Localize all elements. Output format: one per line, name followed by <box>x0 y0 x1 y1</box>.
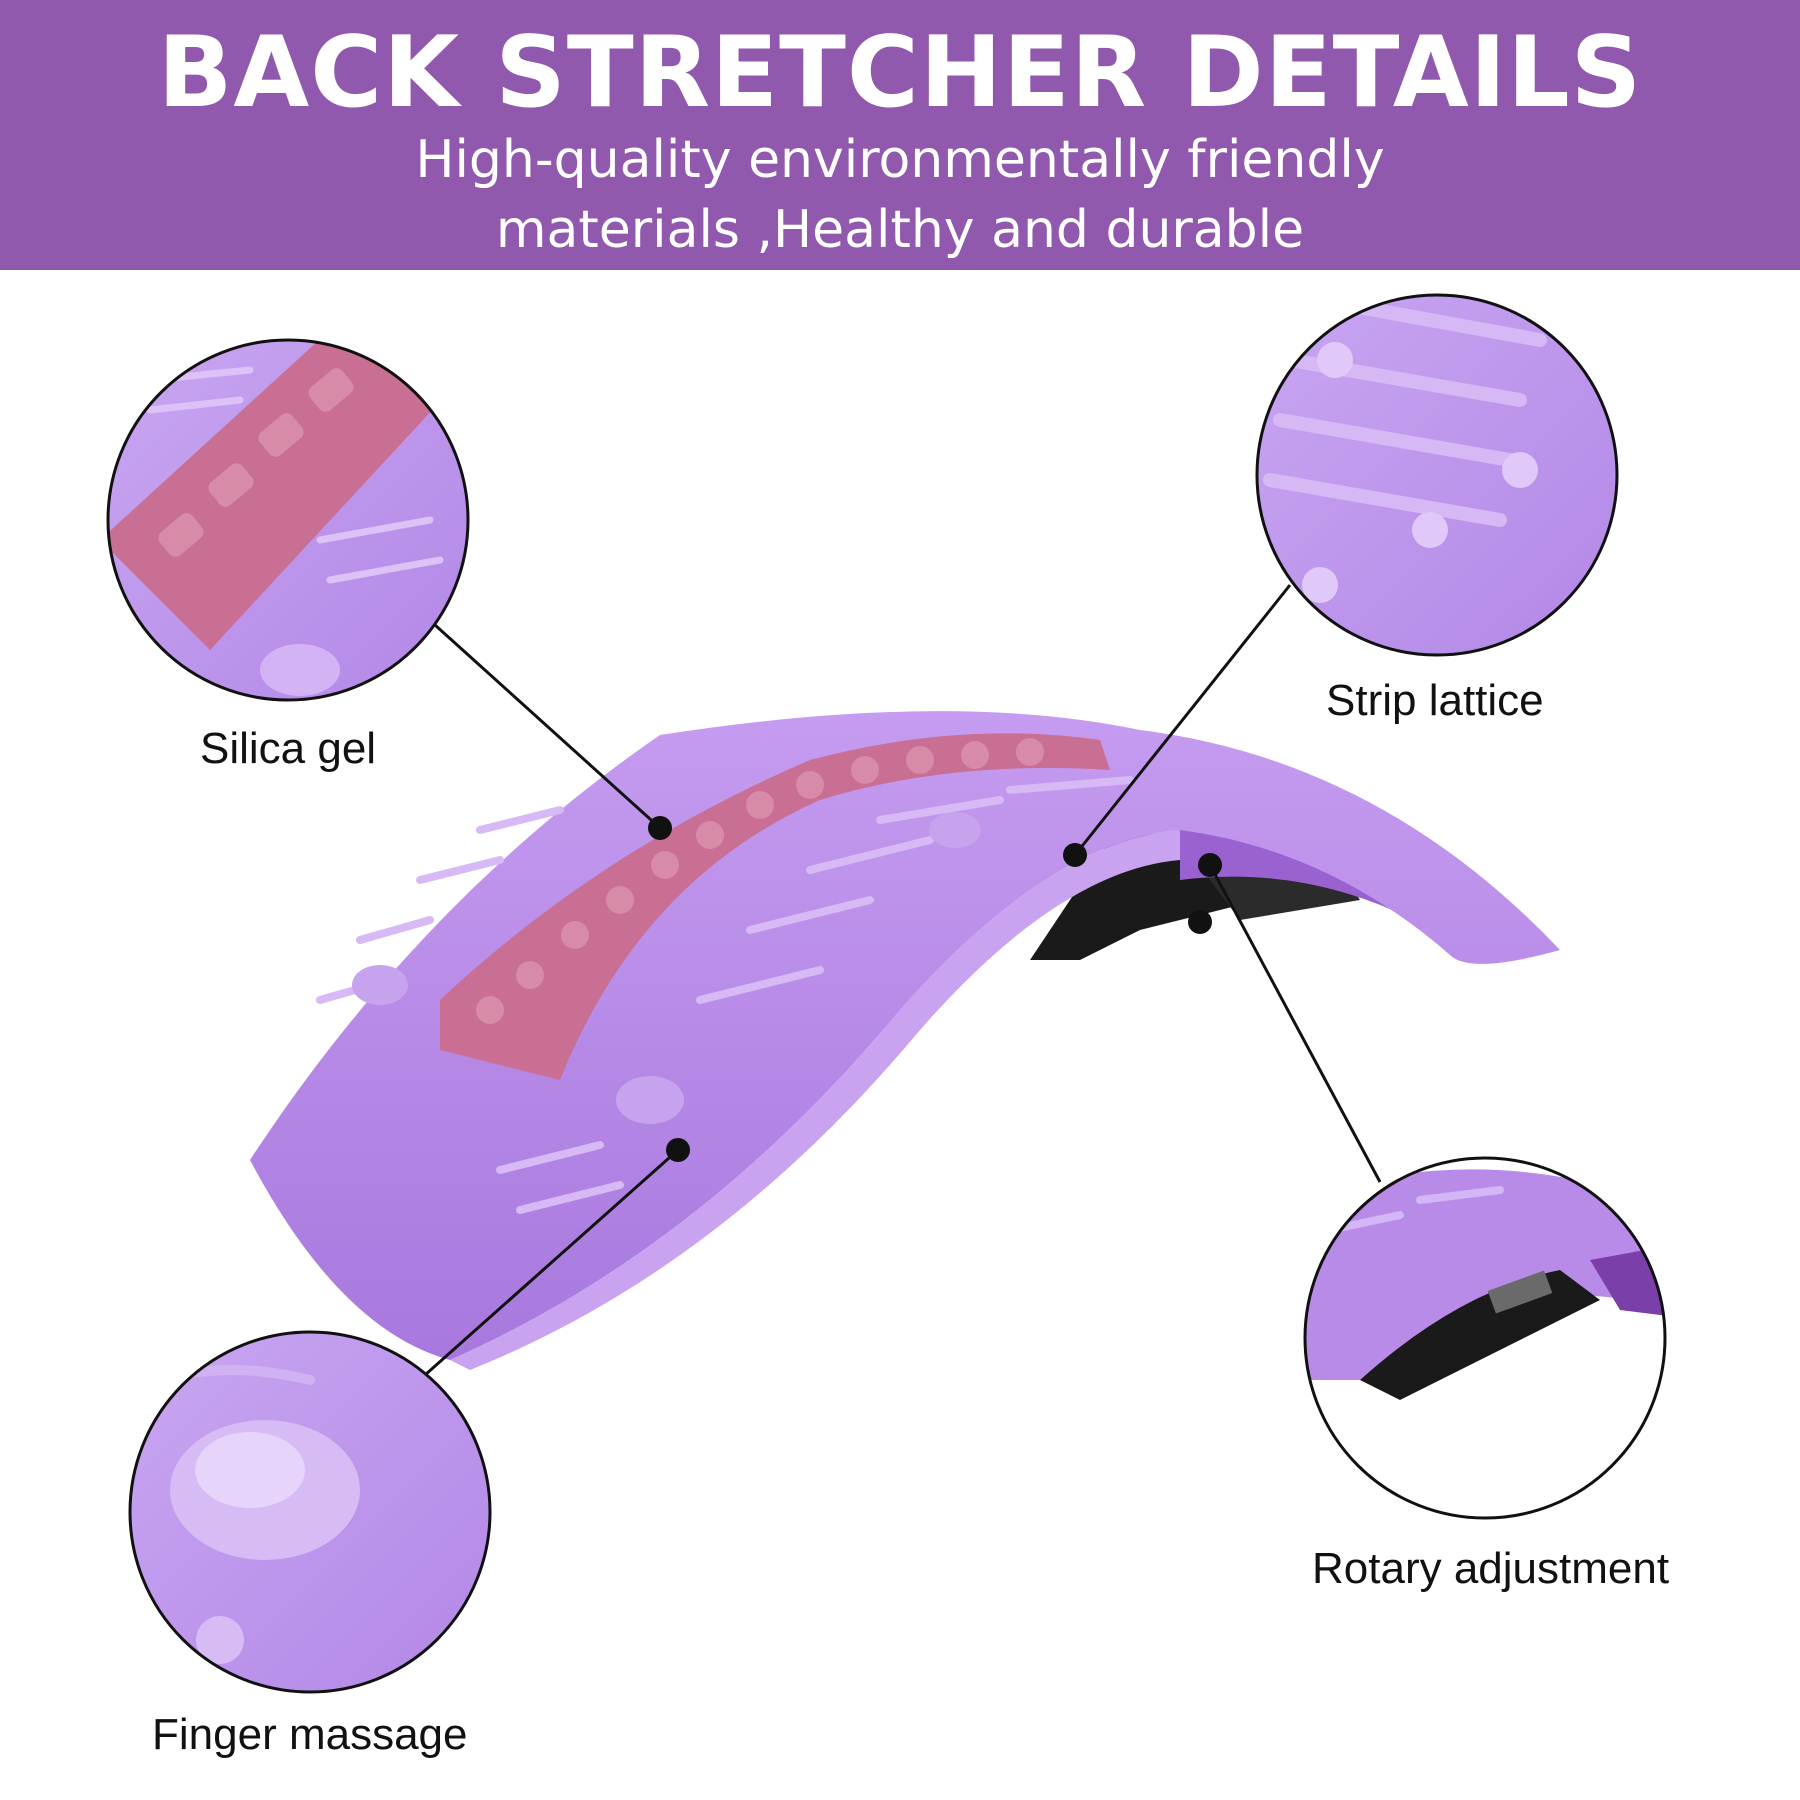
zoom-circle-strip-lattice <box>1255 293 1619 657</box>
callout-label-finger-massage: Finger massage <box>152 1710 468 1759</box>
back-stretcher-product <box>250 711 1560 1370</box>
leader-lines <box>424 584 1382 1377</box>
page-title: BACK STRETCHER DETAILS <box>157 16 1643 130</box>
callout-label-strip-lattice: Strip lattice <box>1326 676 1544 725</box>
callout-dots <box>648 816 1222 1162</box>
zoom-circle-rotary-adjustment <box>1303 1156 1667 1520</box>
zoom-circle-finger-massage <box>128 1330 492 1694</box>
callout-label-rotary-adjustment: Rotary adjustment <box>1312 1544 1670 1593</box>
zoom-circle-silica-gel <box>106 338 470 702</box>
page-subtitle-line-1: High-quality environmentally friendly <box>415 130 1385 190</box>
page-subtitle-line-2: materials ,Healthy and durable <box>495 200 1305 260</box>
header-banner: BACK STRETCHER DETAILS High-quality envi… <box>0 0 1800 270</box>
callout-label-silica-gel: Silica gel <box>200 724 377 773</box>
